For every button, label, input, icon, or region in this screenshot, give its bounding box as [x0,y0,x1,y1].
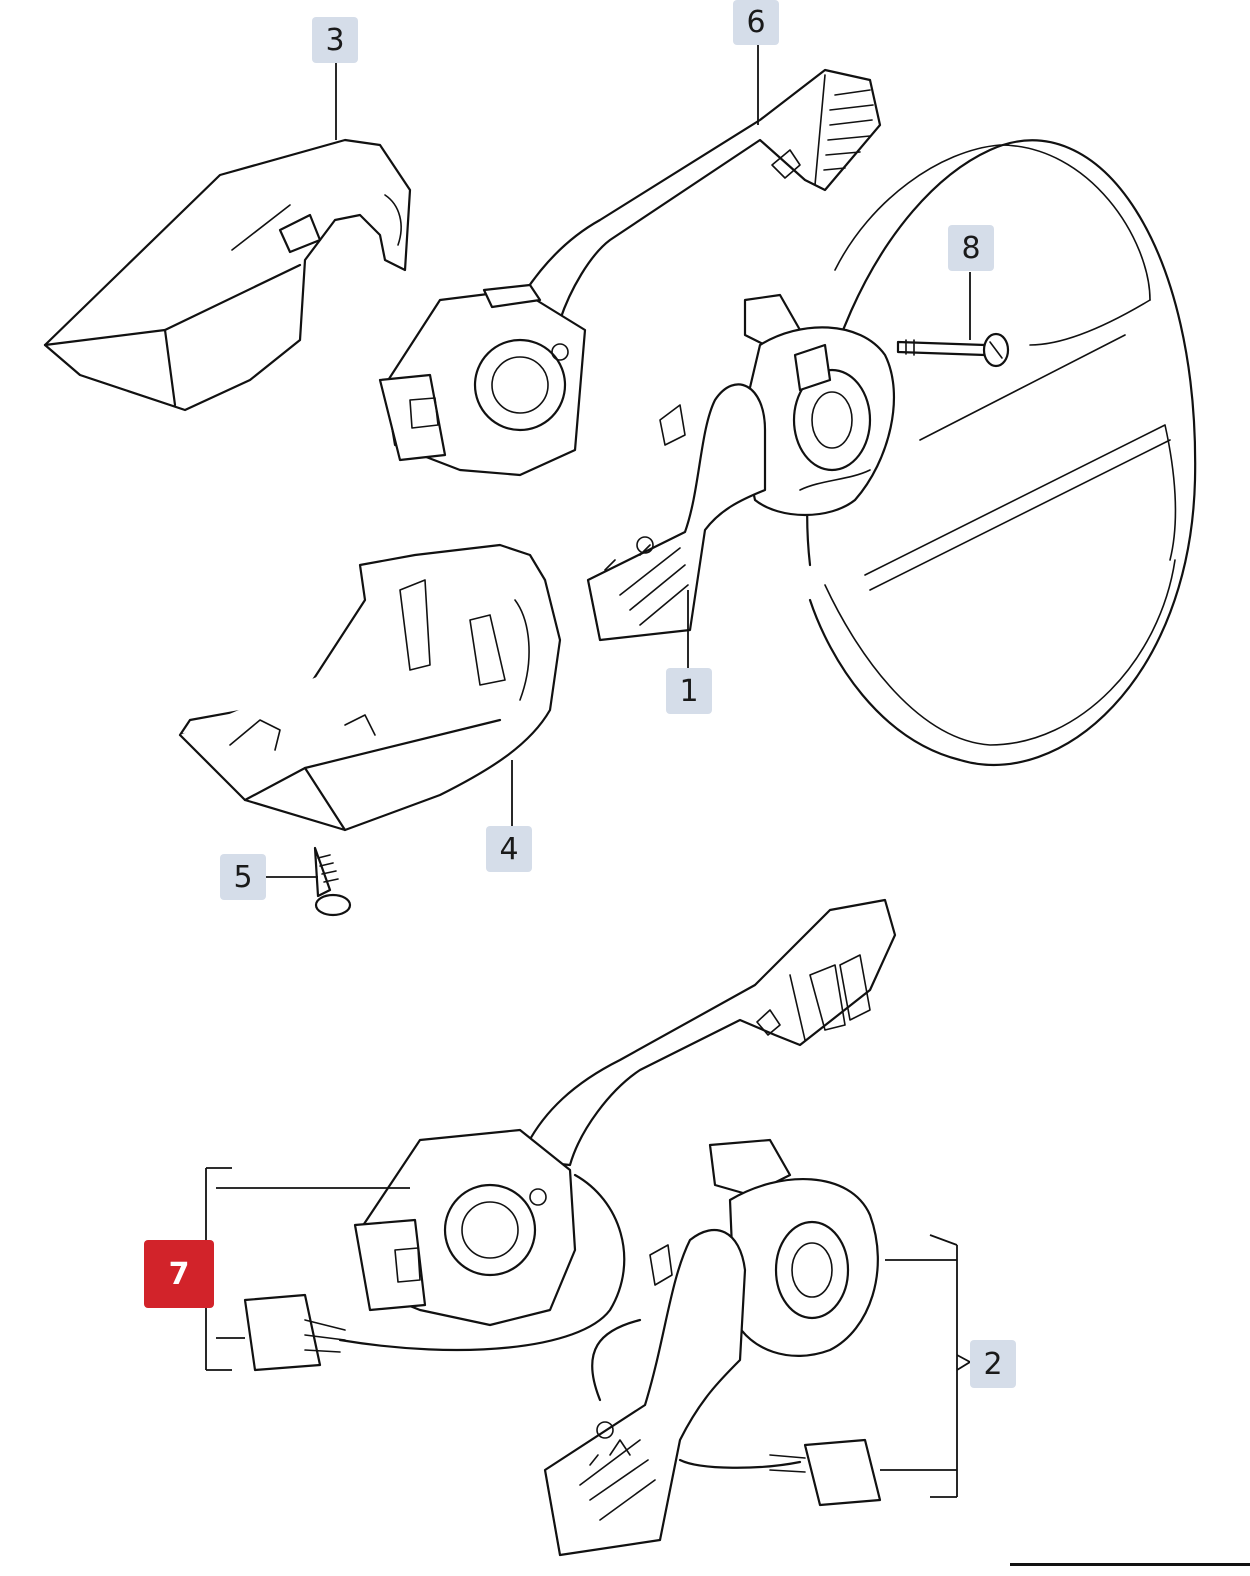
steering-wheel [806,139,1197,766]
turn-signal-switch [586,293,896,642]
callout-8[interactable]: 8 [948,225,994,271]
callout-3[interactable]: 3 [312,17,358,63]
callout-5[interactable]: 5 [220,854,266,900]
bottom-edge-rule [1010,1563,1250,1566]
callout-6[interactable]: 6 [733,0,779,45]
screw [896,332,1010,368]
callout-4[interactable]: 4 [486,826,532,872]
callout-2[interactable]: 2 [970,1340,1016,1388]
wiper-switch [378,68,882,477]
lower-column-shroud [178,543,562,832]
combination-switch-assembly [243,898,897,1557]
callout-1[interactable]: 1 [666,668,712,714]
self-tapping-screw [313,846,352,917]
callout-7[interactable]: 7 [144,1240,214,1308]
upper-column-shroud [43,138,412,412]
